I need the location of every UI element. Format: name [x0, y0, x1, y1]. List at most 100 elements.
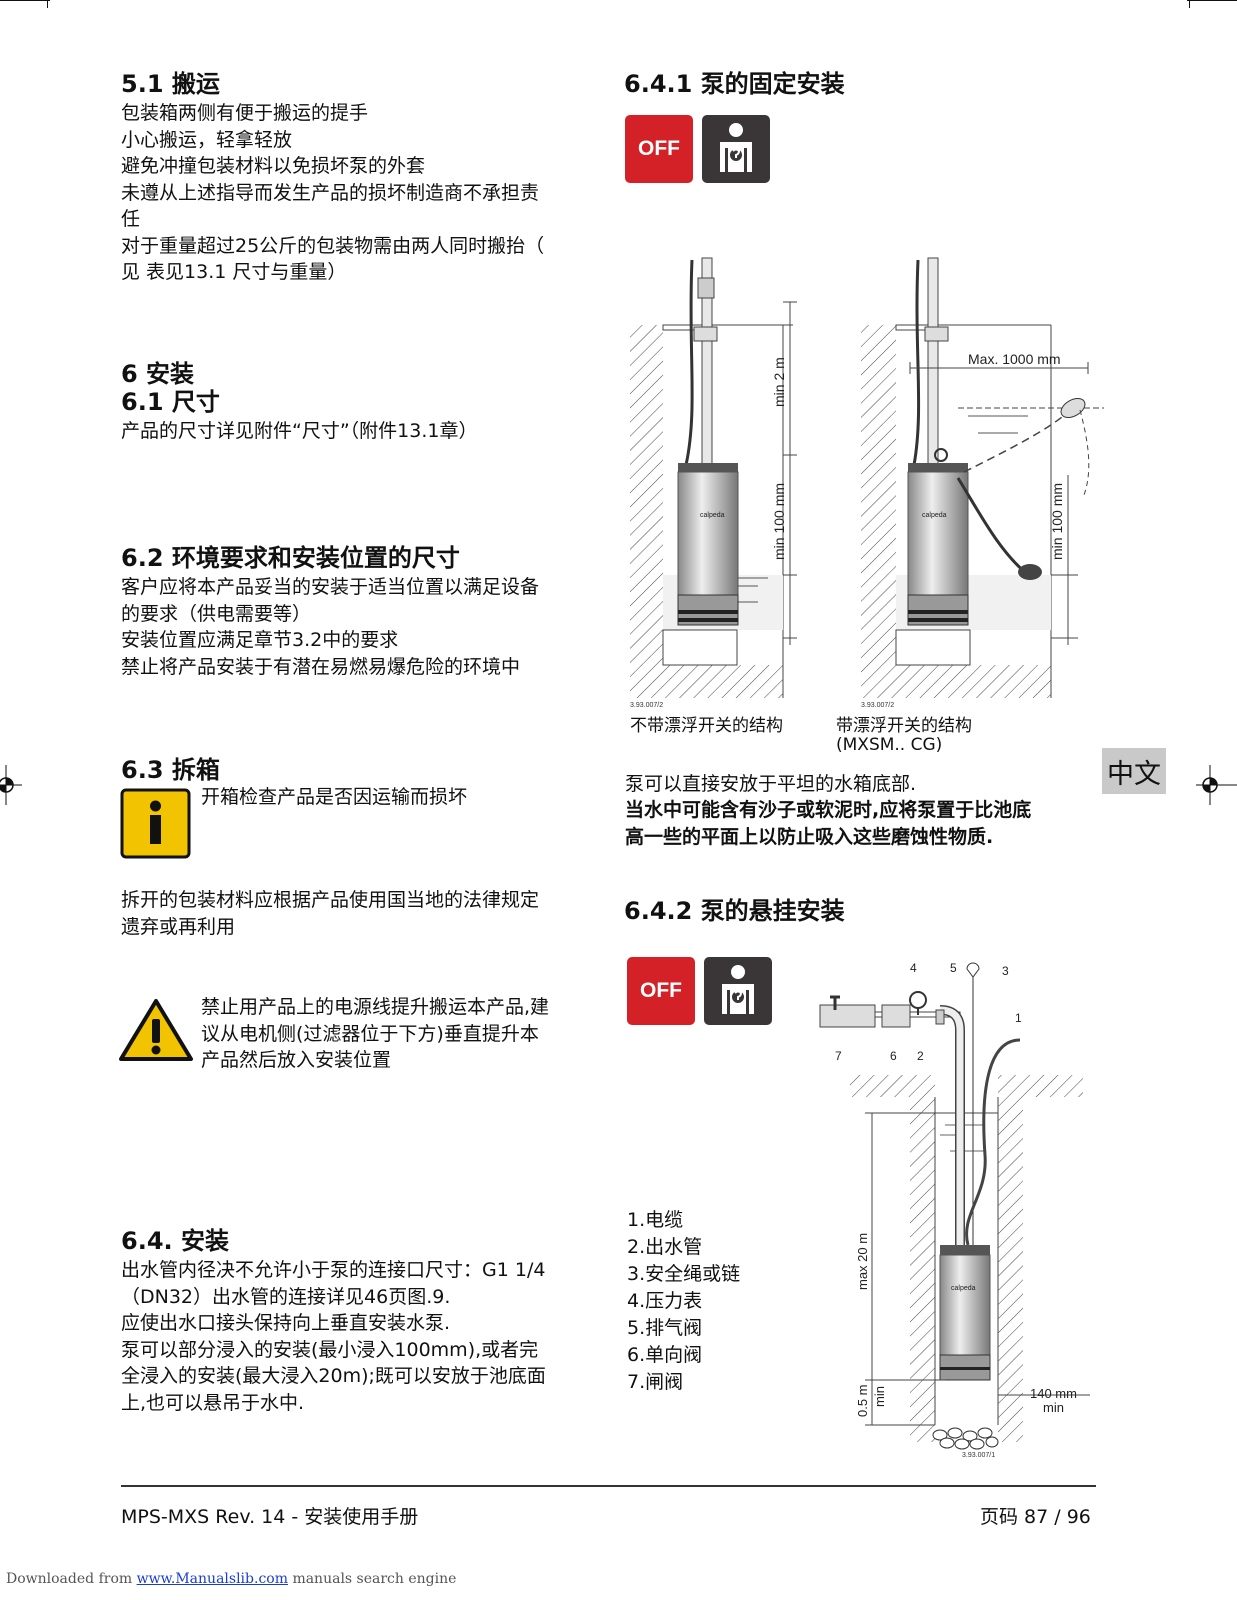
- footer-title: MPS-MXS Rev. 14 - 安装使用手册: [121, 1506, 419, 1528]
- dimension-label: min 100 mm: [771, 483, 787, 560]
- download-credit: Downloaded from www.Manualslib.com manua…: [6, 1571, 456, 1587]
- figure-ref: 3.93.007/2: [861, 702, 894, 709]
- text-line: 安装位置应满足章节3.2中的要求: [121, 629, 399, 651]
- text-line: 遗弃或再利用: [121, 915, 236, 938]
- crop-mark: [0, 0, 50, 1]
- crop-mark: [47, 0, 48, 8]
- dimension-label: min: [1043, 1400, 1064, 1415]
- brand-label: calpeda: [700, 512, 725, 519]
- text-line: 对于重量超过25公斤的包装物需由两人同时搬抬（: [121, 234, 545, 257]
- text-line: 上,也可以悬吊于水中.: [121, 1391, 305, 1414]
- section-title-6-4-2: 6.4.2 泵的悬挂安装: [624, 897, 845, 925]
- text-line: 见 表见13.1 尺寸与重量）: [121, 261, 347, 283]
- section-title: 6 安装: [121, 360, 195, 388]
- text-line: 当水中可能含有沙子或软泥时,应将泵置于比池底: [625, 799, 1032, 821]
- language-tab: 中文: [1102, 748, 1166, 794]
- caption-line: 带漂浮开关的结构: [836, 716, 972, 736]
- footer-rule: [121, 1485, 1096, 1487]
- legend-item: 5.排气阀: [627, 1317, 703, 1339]
- text-line: 拆开的包装材料应根据产品使用国当地的法律规定: [121, 889, 540, 911]
- section-title-6-4-1: 6.4.1 泵的固定安装: [624, 70, 845, 98]
- fixed-install-bold: 当水中可能含有沙子或软泥时,应将泵置于比池底 高一些的平面上以防止吸入这些磨蚀性…: [625, 797, 1031, 850]
- callout-1: 1: [1015, 1011, 1022, 1025]
- text-line: （DN32）出水管的连接详见46页图.9.: [121, 1285, 451, 1308]
- dimension-label: 0.5 m: [855, 1384, 870, 1417]
- dimension-label: min: [872, 1386, 887, 1407]
- caption-without-float: 不带漂浮开关的结构: [630, 716, 783, 736]
- caption-line: (MXSM.. CG): [836, 735, 943, 755]
- page-number: 页码 87 / 96: [980, 1506, 1091, 1528]
- text-line: 禁止用产品上的电源线提升搬运本产品,建: [201, 996, 550, 1018]
- warning-icon: [119, 999, 193, 1061]
- text-line: 产品的尺寸详见附件“尺寸”（附件13.1章）: [121, 420, 478, 442]
- figure-ref: 3.93.007/1: [962, 1452, 995, 1459]
- text-line: 应使出水口接头保持向上垂直安装水泵.: [121, 1312, 451, 1334]
- callout-3: 3: [1002, 964, 1009, 978]
- text-line: 全浸入的安装(最大浸入20m);既可以安放于池底面: [121, 1365, 546, 1387]
- caption-with-float: 带漂浮开关的结构 (MXSM.. CG): [836, 717, 972, 755]
- disposal-text: 拆开的包装材料应根据产品使用国当地的法律规定 遗弃或再利用: [121, 887, 591, 940]
- section-6-2: 6.2 环境要求和安装位置的尺寸 客户应将本产品妥当的安装于适当位置以满足设备 …: [121, 544, 591, 680]
- warning-text: 禁止用产品上的电源线提升搬运本产品,建 议从电机侧(过滤器位于下方)垂直提升本 …: [201, 994, 549, 1074]
- text-line: 包装箱两侧有便于搬运的提手: [121, 102, 369, 124]
- power-off-icon: OFF: [625, 115, 693, 183]
- sketch-with-float: calpeda Max. 1000 mm min 100 mm: [861, 257, 1104, 698]
- manualslib-link[interactable]: www.Manualslib.com: [136, 1571, 288, 1587]
- callout-5: 5: [950, 961, 957, 975]
- text-line: 议从电机侧(过滤器位于下方)垂直提升本: [201, 1022, 539, 1045]
- dimension-label: Max. 1000 mm: [968, 351, 1061, 367]
- registration-mark-left: [0, 765, 22, 805]
- legend-item: 1.电缆: [627, 1209, 684, 1231]
- section-subtitle: 6.1 尺寸: [121, 388, 220, 416]
- legend-item: 2.出水管: [627, 1236, 703, 1258]
- callout-4: 4: [910, 961, 917, 975]
- section-title-6-3: 6.3 拆箱: [121, 756, 220, 784]
- text-line: 产品然后放入安装位置: [201, 1049, 392, 1071]
- section-title: 6.2 环境要求和安装位置的尺寸: [121, 544, 460, 572]
- legend-item: 6.单向阀: [627, 1344, 703, 1366]
- registration-mark-right: [1196, 765, 1237, 805]
- crop-mark: [1189, 0, 1190, 8]
- download-suffix: manuals search engine: [292, 1571, 457, 1587]
- figure-ref: 3.93.007/2: [630, 702, 663, 709]
- dimension-label: min 100 mm: [1049, 483, 1065, 560]
- text-line: 禁止将产品安装于有潜在易燃易爆危险的环境中: [121, 655, 521, 678]
- dimension-label: min 2 m: [771, 357, 787, 407]
- section-6-4: 6.4. 安装 出水管内径决不允许小于泵的连接口尺寸：G1 1/4 （DN32）…: [121, 1227, 601, 1416]
- text-line: 泵可以部分浸入的安装(最小浸入100mm),或者完: [121, 1338, 539, 1361]
- text-line: 未遵从上述指导而发生产品的损坏制造商不承担责: [121, 181, 540, 204]
- info-icon: [120, 788, 191, 859]
- sketch-without-float: calpeda min 2 m min 100 mm: [630, 257, 797, 698]
- section-6: 6 安装 6.1 尺寸 产品的尺寸详见附件“尺寸”（附件13.1章）: [121, 360, 591, 445]
- text-line: 客户应将本产品妥当的安装于适当位置以满足设备: [121, 576, 540, 598]
- callout-6: 6: [890, 1049, 897, 1063]
- info-text: 开箱检查产品是否因运输而损坏: [201, 786, 468, 808]
- text-line: 避免冲撞包装材料以免损坏泵的外套: [121, 155, 426, 177]
- callout-7: 7: [835, 1049, 842, 1063]
- brand-label: calpeda: [922, 512, 947, 519]
- text-line: 的要求（供电需要等）: [121, 602, 312, 625]
- dimension-label: 140 mm: [1030, 1386, 1077, 1401]
- text-line: 任: [121, 208, 141, 230]
- suspended-installation-figure: calpeda max 20 m 0.5 m min 140 mm min 4 …: [819, 961, 1090, 1459]
- legend-item: 3.安全绳或链: [627, 1263, 741, 1285]
- power-off-icon: OFF: [627, 957, 695, 1025]
- fixed-install-text: 泵可以直接安放于平坦的水箱底部.: [625, 773, 917, 795]
- download-prefix: Downloaded from: [6, 1571, 133, 1587]
- section-5-1: 5.1 搬运 包装箱两侧有便于搬运的提手 小心搬运，轻拿轻放 避免冲撞包装材料以…: [121, 70, 591, 286]
- dimension-label: max 20 m: [855, 1233, 870, 1290]
- brand-label: calpeda: [951, 1285, 976, 1292]
- legend-item: 7.闸阀: [627, 1371, 684, 1393]
- text-line: 高一些的平面上以防止吸入这些磨蚀性物质.: [625, 825, 994, 848]
- fixed-installation-figure: calpeda min 2 m min 100 mm calpeda: [630, 257, 1104, 709]
- operator-icon: [702, 115, 770, 183]
- callout-2: 2: [917, 1049, 924, 1063]
- text-line: 出水管内径决不允许小于泵的连接口尺寸：G1 1/4: [121, 1259, 546, 1281]
- crop-mark: [1187, 0, 1237, 1]
- section-title: 6.4. 安装: [121, 1227, 229, 1255]
- section-title: 5.1 搬运: [121, 70, 220, 98]
- operator-icon: [704, 957, 772, 1025]
- legend-item: 4.压力表: [627, 1290, 703, 1312]
- text-line: 小心搬运，轻拿轻放: [121, 128, 293, 151]
- legend-list: 1.电缆 2.出水管 3.安全绳或链 4.压力表 5.排气阀 6.单向阀 7.闸…: [627, 1207, 740, 1396]
